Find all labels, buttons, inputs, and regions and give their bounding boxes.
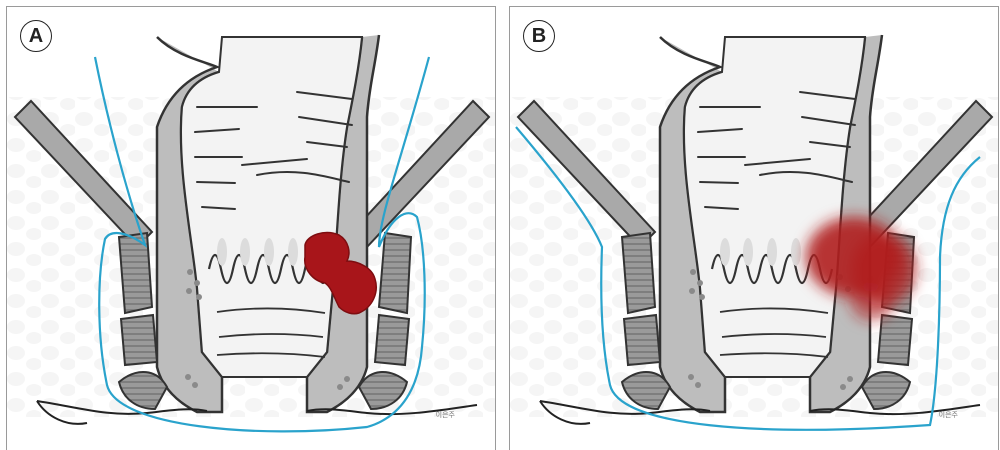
panel-b: B 이은주	[509, 6, 999, 450]
anatomy-illustration-b	[510, 7, 999, 450]
artist-signature-b: 이은주	[939, 410, 958, 420]
anatomy-illustration-a	[7, 7, 496, 450]
panel-a: A 이은주	[6, 6, 496, 450]
panel-label-a: A	[20, 20, 52, 52]
panel-label-b: B	[523, 20, 555, 52]
artist-signature-a: 이은주	[436, 410, 455, 420]
